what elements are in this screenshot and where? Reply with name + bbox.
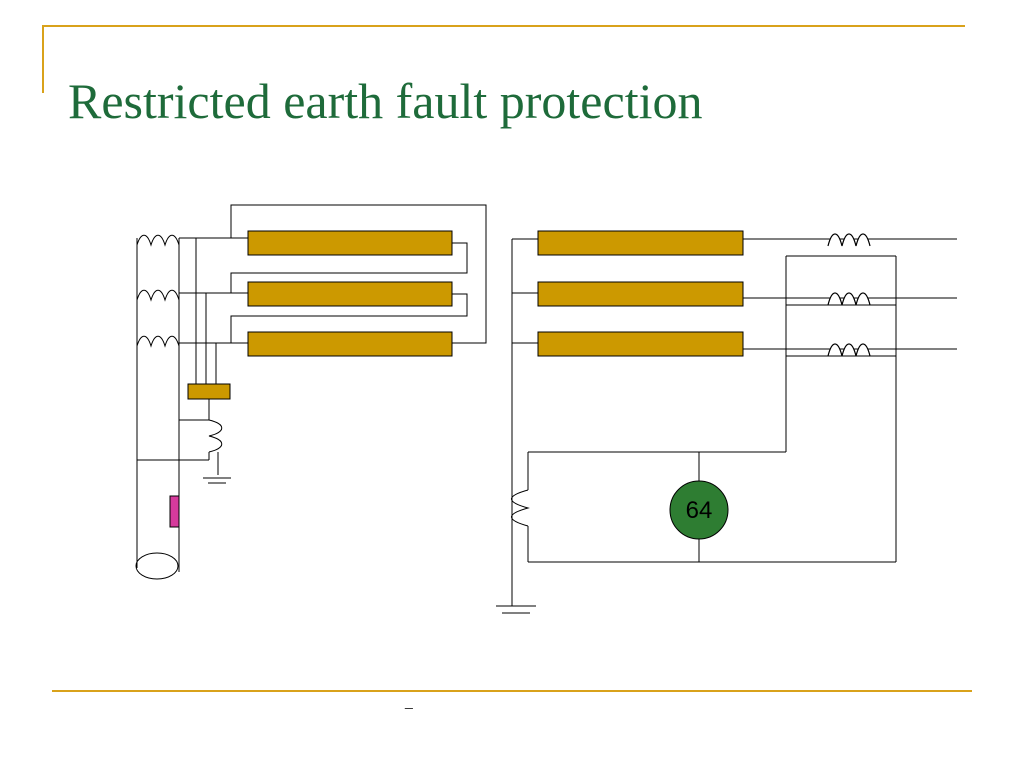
fault-marker: [169, 495, 180, 528]
ct-coil-right-2-icon: [827, 292, 871, 306]
frame-left-rule: [42, 25, 44, 93]
frame-top-rule: [42, 25, 965, 27]
winding-left-c: [247, 331, 453, 357]
neutral-coil-icon: [208, 419, 223, 453]
ct-coil-right-1-icon: [827, 233, 871, 247]
winding-right-c: [537, 331, 744, 357]
relay-64: [669, 480, 729, 540]
neutral-summing-winding: [187, 383, 231, 400]
footer-mark: _: [405, 693, 413, 709]
relay-64-label: 64: [686, 497, 713, 524]
footer-rule: [52, 690, 972, 692]
ct-coil-right-3-icon: [827, 343, 871, 357]
ct-coil-left-2-icon: [136, 289, 180, 302]
generator-side: [135, 234, 248, 580]
page-title: Restricted earth fault protection: [68, 73, 703, 129]
delta-link-bc: [230, 293, 468, 343]
winding-right-a: [537, 230, 744, 256]
delta-link-ab: [230, 242, 468, 293]
ct-coil-left-1-icon: [136, 234, 180, 247]
generator-icon: [135, 552, 179, 580]
winding-left-b: [247, 281, 453, 307]
winding-right-b: [537, 281, 744, 307]
neutral-ct-coil-icon: [511, 489, 530, 527]
left-windings: [230, 204, 487, 357]
ct-coil-left-3-icon: [136, 335, 180, 348]
delta-link-ca: [230, 204, 487, 344]
winding-left-a: [247, 230, 453, 256]
right-side: 64: [496, 230, 957, 614]
